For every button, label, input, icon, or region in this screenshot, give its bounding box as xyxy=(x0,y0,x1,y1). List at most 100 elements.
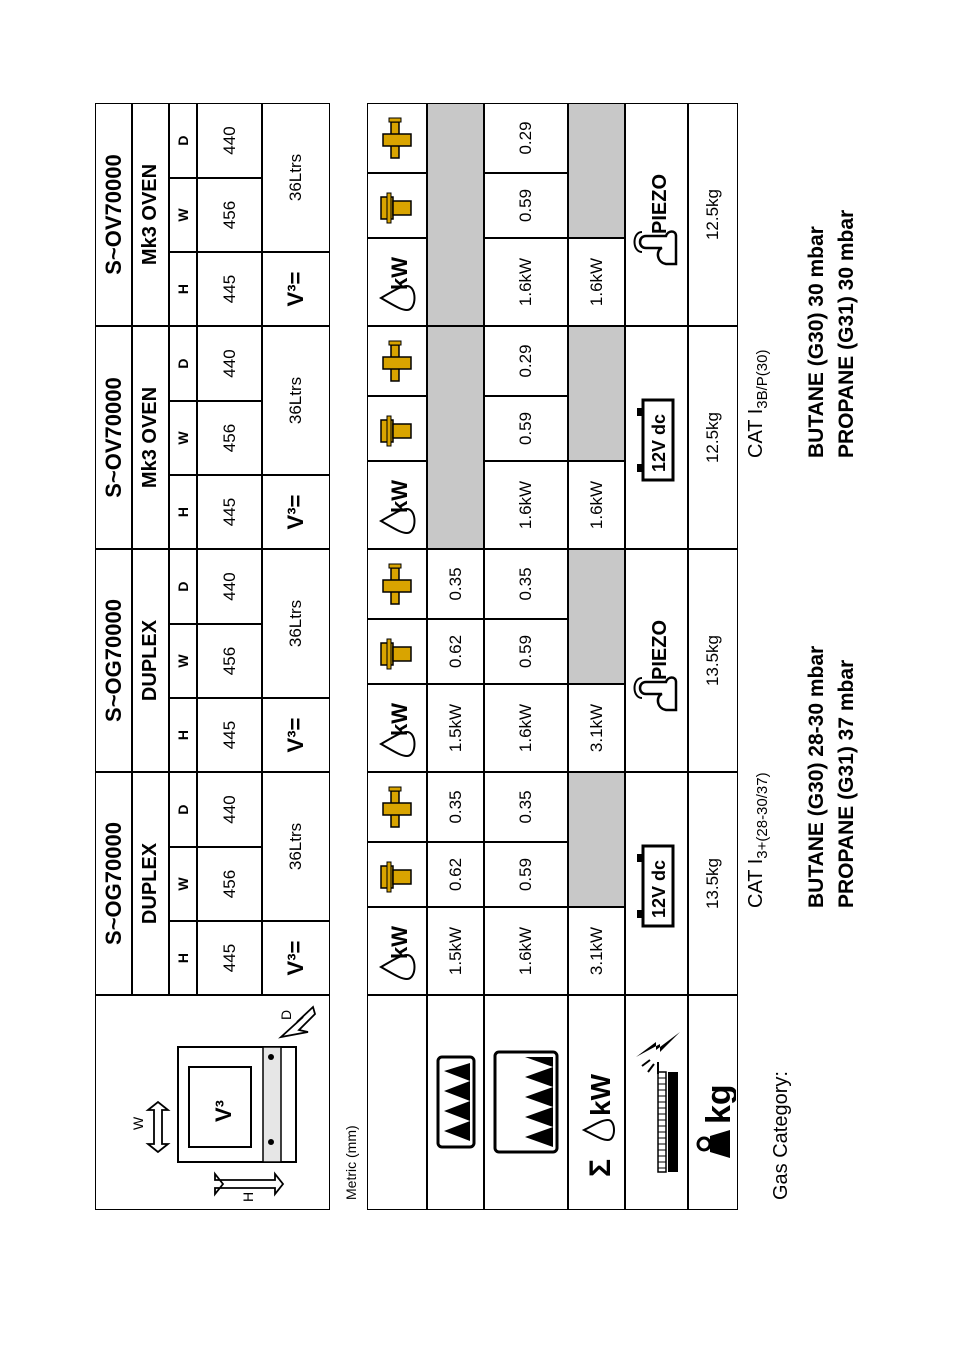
piezo-button-icon: PIEZO xyxy=(633,620,677,712)
dimension-icon-cell: W H V³ D xyxy=(95,995,330,1210)
kw-header-icon: kW xyxy=(367,684,427,772)
flame-kw-icon: kW xyxy=(378,926,416,981)
dim-label-w: W xyxy=(169,178,197,252)
kw-header-icon: kW xyxy=(367,461,427,549)
gas-cat-left: CAT I3+(28-30/37) xyxy=(745,772,771,908)
model-code: S~OG70000 xyxy=(95,549,132,772)
volume-value: 36Ltrs xyxy=(262,549,330,698)
total-kw: 3.1kW xyxy=(568,907,625,995)
gas-cat-left-prefix: CAT I xyxy=(745,858,767,908)
injector-header-icon xyxy=(367,619,427,684)
svg-text:PIEZO: PIEZO xyxy=(649,174,671,234)
gas-right-propane: PROPANE (G31) 30 mbar xyxy=(835,209,858,458)
weight-icon-cell: kg xyxy=(688,995,738,1210)
weight-value: 12.5kg xyxy=(688,103,738,326)
svg-text:12V dc: 12V dc xyxy=(649,414,669,472)
piezo-button-icon: PIEZO xyxy=(633,174,677,266)
dim-label-w: W xyxy=(169,401,197,475)
injector-icon xyxy=(380,639,412,670)
dim-label-d: D xyxy=(169,103,197,178)
total-row-empty xyxy=(568,772,625,907)
gas-left-propane: PROPANE (G31) 37 mbar xyxy=(835,659,858,908)
nozzle-icon xyxy=(382,563,412,605)
burner-kw: 1.6kW xyxy=(484,684,568,772)
injector-size: 0.59 xyxy=(484,842,568,907)
nozzle-header-icon xyxy=(367,103,427,173)
battery-ignition-cell: 12V dc xyxy=(625,772,688,995)
piezo-ignition-cell: PIEZO xyxy=(625,549,688,772)
total-power-icon-cell: Σ kW xyxy=(568,995,625,1210)
svg-text:V³: V³ xyxy=(211,1101,236,1123)
dim-label-w: W xyxy=(169,624,197,698)
gas-category-label: Gas Category: xyxy=(770,1071,792,1200)
nozzle-size: 0.35 xyxy=(427,549,484,619)
dim-value-d: 440 xyxy=(197,103,262,178)
dim-value-h: 445 xyxy=(197,475,262,549)
dim-value-h: 445 xyxy=(197,921,262,995)
gas-left-block: BUTANE (G30) 28-30 mbar PROPANE (G31) 37… xyxy=(802,646,862,908)
oven-burner-icon xyxy=(493,1051,559,1154)
svg-text:kW: kW xyxy=(387,480,412,513)
gas-right-block: BUTANE (G30) 30 mbar PROPANE (G31) 30 mb… xyxy=(802,210,862,458)
nozzle-icon xyxy=(382,117,412,159)
injector-size: 0.59 xyxy=(484,619,568,684)
svg-text:kW: kW xyxy=(387,703,412,736)
flame-kw-icon: kW xyxy=(378,257,416,312)
dim-label-h: H xyxy=(169,698,197,772)
kw-header-icon: kW xyxy=(367,907,427,995)
total-kw-icon: Σ kW xyxy=(581,1074,617,1178)
burner-kw: 1.6kW xyxy=(484,461,568,549)
svg-text:kg: kg xyxy=(700,1085,736,1125)
volume-value: 36Ltrs xyxy=(262,326,330,475)
piezo-ignition-cell: PIEZO xyxy=(625,103,688,326)
nozzle-size: 0.35 xyxy=(484,772,568,842)
model-code: S~OV70000 xyxy=(95,326,132,549)
injector-icon xyxy=(380,862,412,893)
total-row-empty xyxy=(568,549,625,684)
dim-value-w: 456 xyxy=(197,401,262,475)
nozzle-icon xyxy=(382,340,412,382)
burner-kw: 1.5kW xyxy=(427,907,484,995)
dim-label-h: H xyxy=(169,475,197,549)
svg-text:kW: kW xyxy=(387,926,412,959)
burner-kw: 1.6kW xyxy=(484,907,568,995)
weight-value: 13.5kg xyxy=(688,772,738,995)
dim-value-h: 445 xyxy=(197,252,262,326)
burner-row-empty xyxy=(427,103,484,326)
injector-size: 0.59 xyxy=(484,396,568,461)
injector-size: 0.62 xyxy=(427,619,484,684)
dim-label-w: W xyxy=(169,847,197,921)
injector-header-icon xyxy=(367,842,427,907)
burner-bottom-icon-cell xyxy=(484,995,568,1210)
volume-value: 36Ltrs xyxy=(262,103,330,252)
svg-text:H: H xyxy=(240,1192,256,1202)
dim-value-d: 440 xyxy=(197,326,262,401)
ignition-spark-icon xyxy=(635,1032,680,1174)
gas-left-butane: BUTANE (G30) 28-30 mbar xyxy=(805,645,828,908)
weight-value: 13.5kg xyxy=(688,549,738,772)
nozzle-icon xyxy=(382,786,412,828)
svg-text:Σ: Σ xyxy=(584,1159,617,1177)
battery-12v-icon: 12V dc xyxy=(636,399,674,482)
weight-icon: kg xyxy=(696,1085,736,1159)
nozzle-header-icon xyxy=(367,549,427,619)
burner-row-empty xyxy=(427,326,484,549)
volume-label: V³= xyxy=(262,475,330,549)
dim-value-w: 456 xyxy=(197,178,262,252)
total-row-empty xyxy=(568,326,625,461)
battery-ignition-cell: 12V dc xyxy=(625,326,688,549)
svg-text:W: W xyxy=(130,1117,146,1131)
nozzle-size: 0.35 xyxy=(484,549,568,619)
ignition-icon-cell xyxy=(625,995,688,1210)
model-type: Mk3 OVEN xyxy=(132,103,169,326)
volume-label: V³= xyxy=(262,921,330,995)
flame-kw-icon: kW xyxy=(378,703,416,758)
dim-label-d: D xyxy=(169,326,197,401)
weight-value: 12.5kg xyxy=(688,326,738,549)
dim-label-d: D xyxy=(169,549,197,624)
injector-header-icon xyxy=(367,396,427,461)
injector-size: 0.62 xyxy=(427,842,484,907)
gas-cat-left-sub: 3+(28-30/37) xyxy=(754,772,771,859)
total-kw: 1.6kW xyxy=(568,238,625,326)
